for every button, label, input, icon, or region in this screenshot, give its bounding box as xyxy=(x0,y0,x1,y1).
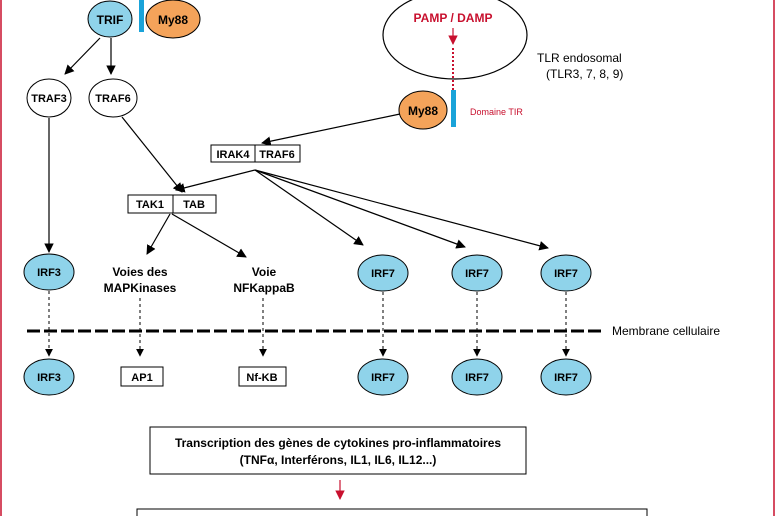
irf7-lower-node-3 xyxy=(540,358,592,396)
nfkb-label: Nf-KB xyxy=(246,372,277,384)
domaine-tir-label: Domaine TIR xyxy=(470,107,523,117)
membrane-label: Membrane cellulaire xyxy=(612,324,720,338)
irf7-upper-node-2 xyxy=(451,254,503,292)
irf7-upper-label-1: IRF7 xyxy=(371,268,395,280)
irf3-lower-node xyxy=(23,358,75,396)
arrow-trif-traf3 xyxy=(64,37,101,75)
my88-top-label: My88 xyxy=(158,13,188,27)
nfk-label-line1: Voie xyxy=(252,265,277,279)
traf6-box-label: TRAF6 xyxy=(259,149,294,161)
irf3-upper-label: IRF3 xyxy=(37,267,61,279)
pamp-damp-label: PAMP / DAMP xyxy=(414,11,493,25)
irf3-upper-node xyxy=(23,253,75,291)
tab-box xyxy=(172,194,217,214)
my88-right-label: My88 xyxy=(408,104,438,118)
arrow-to-irf7-3 xyxy=(254,169,549,251)
ap1-label: AP1 xyxy=(131,372,152,384)
irf7-upper-label-2: IRF7 xyxy=(465,268,489,280)
my88-top-node xyxy=(145,0,201,39)
arrow-to-irf7-2 xyxy=(254,169,466,249)
irf7-upper-node-3 xyxy=(540,254,592,292)
irak4-label: IRAK4 xyxy=(216,149,250,161)
transcription-line1: Transcription des gènes de cytokines pro… xyxy=(175,436,501,450)
irf7-lower-node-1 xyxy=(357,358,409,396)
mapk-label-line2: MAPKinases xyxy=(104,281,177,295)
irf7-lower-node-2 xyxy=(451,358,503,396)
irf7-upper-node-1 xyxy=(357,254,409,292)
tir-bar-right xyxy=(451,90,456,127)
mapk-label-line1: Voies des xyxy=(112,265,167,279)
arrow-tak1-nfkb xyxy=(171,213,247,258)
bottom-box xyxy=(136,508,648,521)
arrow-tak1-mapk xyxy=(146,213,171,255)
arrow-traf6-tak1 xyxy=(121,116,183,193)
traf3-node xyxy=(26,78,72,118)
tlr-subtitle: (TLR3, 7, 8, 9) xyxy=(546,67,623,81)
irf7-lower-label-3: IRF7 xyxy=(554,372,578,384)
irf7-lower-label-2: IRF7 xyxy=(465,372,489,384)
traf3-label: TRAF3 xyxy=(31,93,66,105)
transcription-line2: (TNFα, Interférons, IL1, IL6, IL12...) xyxy=(240,453,437,467)
traf6-node xyxy=(88,78,138,118)
trif-node xyxy=(87,0,133,38)
traf6-label: TRAF6 xyxy=(95,93,130,105)
arrow-my88-irak4 xyxy=(261,113,401,146)
ap1-box xyxy=(120,366,164,387)
irf3-lower-label: IRF3 xyxy=(37,372,61,384)
arrow-to-irf7-1 xyxy=(254,169,364,246)
nfk-label-line2: NFKappaB xyxy=(233,281,295,295)
tab-label: TAB xyxy=(183,199,205,211)
tak1-label: TAK1 xyxy=(136,199,164,211)
traf6-box xyxy=(254,144,301,163)
nfkb-box xyxy=(238,366,287,387)
trif-label: TRIF xyxy=(97,13,124,27)
tir-bar-top xyxy=(139,0,144,32)
transcription-box xyxy=(149,426,527,475)
tlr-title: TLR endosomal xyxy=(537,51,622,65)
arrow-irak4-tak1 xyxy=(175,169,256,193)
irf7-lower-label-1: IRF7 xyxy=(371,372,395,384)
my88-right-node xyxy=(398,90,448,130)
irf7-upper-label-3: IRF7 xyxy=(554,268,578,280)
